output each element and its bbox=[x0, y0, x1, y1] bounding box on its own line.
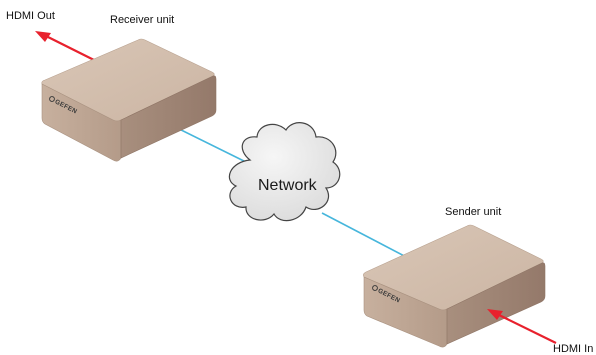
network-cloud bbox=[228, 122, 341, 222]
hdmi-in-arrow bbox=[487, 309, 557, 344]
sender-front-face bbox=[363, 276, 448, 348]
sender-unit-label: Sender unit bbox=[445, 206, 502, 218]
cable-network-to-sender bbox=[321, 212, 413, 261]
hdmi-out-arrow bbox=[35, 31, 99, 63]
receiver-side-face bbox=[120, 75, 217, 159]
network-label: Network bbox=[258, 177, 317, 194]
sender-side-face bbox=[446, 262, 546, 345]
receiver-unit-device: GEFEN bbox=[41, 38, 217, 162]
hdmi-out-label: HDMI Out bbox=[6, 10, 55, 22]
receiver-front-face bbox=[41, 83, 122, 162]
hdmi-in-label: HDMI In bbox=[553, 343, 594, 355]
sender-unit-device: GEFEN bbox=[363, 224, 546, 348]
receiver-unit-label: Receiver unit bbox=[110, 14, 175, 26]
